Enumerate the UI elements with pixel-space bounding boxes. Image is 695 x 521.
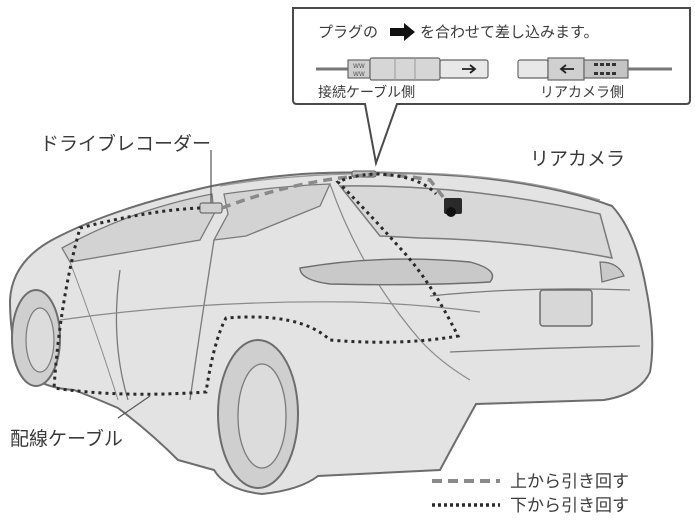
cable-label: 配線ケーブル <box>10 427 123 450</box>
camera-side-plug <box>517 57 672 81</box>
car-body <box>8 171 654 496</box>
leader-lines <box>117 150 212 419</box>
cable-side-plug: WW WW <box>316 57 489 81</box>
callout-bubble <box>292 7 691 167</box>
cable-routes <box>52 172 461 396</box>
dashcam-label: ドライブレコーダー <box>40 132 211 155</box>
rear-camera-icon <box>444 198 462 217</box>
svg-text:WW: WW <box>353 71 365 78</box>
plug-arrow-right-icon <box>462 64 477 74</box>
rear-camera-label: リアカメラ <box>530 148 625 170</box>
legend: 上から引き回す 下から引き回す <box>432 472 629 516</box>
legend-dashed-label: 上から引き回す <box>510 472 629 492</box>
dashcam-icon <box>199 202 223 214</box>
tail-light <box>299 258 494 286</box>
cable-side-label: 接続ケーブル側 <box>318 84 415 101</box>
legend-dotted-label: 下から引き回す <box>510 496 629 516</box>
car-illustration <box>8 170 654 496</box>
license-plate <box>539 289 593 327</box>
arrow-right-icon <box>390 23 415 41</box>
plug-arrow-left-icon <box>559 64 574 74</box>
rear-windshield <box>338 185 614 259</box>
route-over-top <box>221 172 446 210</box>
callout-instruction-suffix: を合わせて差し込みます。 <box>420 23 599 41</box>
svg-text:WW: WW <box>353 63 365 70</box>
camera-side-label: リアカメラ側 <box>540 85 624 101</box>
plug-callout: プラグの を合わせて差し込みます。 WW WW 接続ケーブル側 リアカメラ側 <box>292 7 691 167</box>
callout-instruction-prefix: プラグの <box>318 23 378 41</box>
route-under-bottom <box>52 172 461 396</box>
